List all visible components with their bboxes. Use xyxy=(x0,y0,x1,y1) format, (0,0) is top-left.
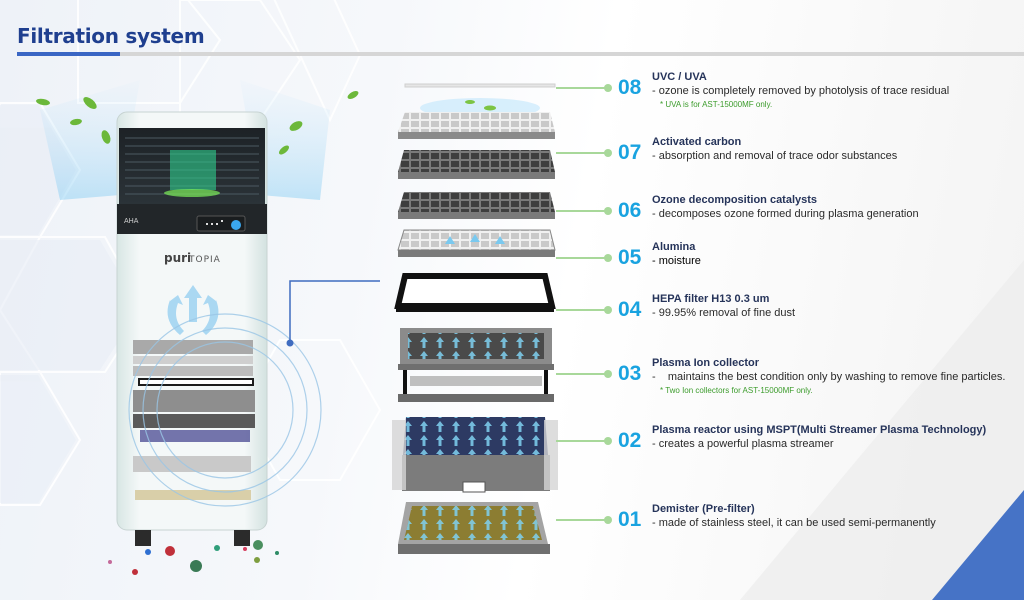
filter-note: * UVA is for AST-15000MF only. xyxy=(660,100,773,109)
filter-name: Activated carbon xyxy=(652,136,742,148)
connector-line xyxy=(556,309,606,311)
filter-number: 02 xyxy=(618,429,642,452)
filter-05-alumina xyxy=(397,229,556,257)
filter-number: 07 xyxy=(618,141,642,164)
connector-line xyxy=(556,210,606,212)
filter-item-04: 04 HEPA filter H13 0.3 um - 99.95% remov… xyxy=(556,293,1024,340)
connector-dot xyxy=(604,437,612,445)
filter-description: - made of stainless steel, it can be use… xyxy=(652,517,936,529)
connector-line xyxy=(556,152,606,154)
title-underline xyxy=(17,52,1024,56)
filter-item-01: 01 Demister (Pre-filter) - made of stain… xyxy=(556,503,1024,550)
brand-puri: puri xyxy=(164,251,191,265)
filter-description: - moisture xyxy=(652,255,701,267)
connector-line xyxy=(556,373,606,375)
filter-item-07: 07 Activated carbon - absorption and rem… xyxy=(556,136,1024,183)
filter-name: UVC / UVA xyxy=(652,71,707,83)
filter-description: - creates a powerful plasma streamer xyxy=(652,438,834,450)
filter-name: HEPA filter H13 0.3 um xyxy=(652,293,770,305)
filter-01-demister xyxy=(398,502,550,554)
filter-03-ion-collector xyxy=(398,328,554,402)
filter-07-activated-carbon xyxy=(398,150,555,179)
connector-dot xyxy=(604,254,612,262)
filter-name: Ozone decomposition catalysts xyxy=(652,194,818,206)
connector-dot xyxy=(604,306,612,314)
filter-item-03: 03 Plasma Ion collector - maintains the … xyxy=(556,357,1024,404)
filter-name: Plasma reactor using MSPT(Multi Streamer… xyxy=(652,424,987,436)
brand-aha-label: AHA xyxy=(124,218,139,225)
filter-number: 03 xyxy=(618,362,642,385)
filter-item-08: 08 UVC / UVA - ozone is completely remov… xyxy=(556,71,1024,118)
filter-06-ozone-catalyst xyxy=(398,192,555,219)
filter-number: 08 xyxy=(618,76,642,99)
filter-number: 04 xyxy=(618,298,642,321)
air-purifier-illustration: AHA puri TOPIA xyxy=(36,80,359,575)
brand-topia: TOPIA xyxy=(188,255,221,265)
filter-name: Plasma Ion collector xyxy=(652,357,759,369)
filter-description: - 99.95% removal of fine dust xyxy=(652,307,796,319)
connector-dot xyxy=(604,84,612,92)
callout-connector xyxy=(286,280,380,347)
connector-line xyxy=(556,257,606,259)
filter-stack-illustration xyxy=(392,83,558,554)
filter-number: 05 xyxy=(618,246,642,269)
filter-number: 01 xyxy=(618,508,642,531)
connector-line xyxy=(556,519,606,521)
filter-description: - ozone is completely removed by photoly… xyxy=(652,85,950,97)
connector-dot xyxy=(604,370,612,378)
filter-item-05: 05 Alumina - moisture xyxy=(556,241,1024,288)
filter-item-06: 06 Ozone decomposition catalysts - decom… xyxy=(556,194,1024,241)
filter-description: - maintains the best condition only by w… xyxy=(652,371,1006,383)
connector-line xyxy=(556,87,606,89)
filter-name: Alumina xyxy=(652,241,696,253)
filter-02-plasma-reactor xyxy=(392,417,558,493)
filter-number: 06 xyxy=(618,199,642,222)
filter-08-frame xyxy=(398,112,555,139)
connector-line xyxy=(556,440,606,442)
title-underline-accent xyxy=(17,52,120,56)
connector-dot xyxy=(604,207,612,215)
connector-dot xyxy=(604,149,612,157)
corner-accent xyxy=(932,490,1024,600)
filter-description: - decomposes ozone formed during plasma … xyxy=(652,208,919,220)
filter-name: Demister (Pre-filter) xyxy=(652,503,755,515)
filter-04-hepa xyxy=(394,273,556,312)
page-title: Filtration system xyxy=(17,24,205,48)
filter-note: * Two Ion collectors for AST-15000MF onl… xyxy=(660,386,813,395)
filter-description: - absorption and removal of trace odor s… xyxy=(652,150,898,162)
filter-item-02: 02 Plasma reactor using MSPT(Multi Strea… xyxy=(556,424,1024,471)
connector-dot xyxy=(604,516,612,524)
